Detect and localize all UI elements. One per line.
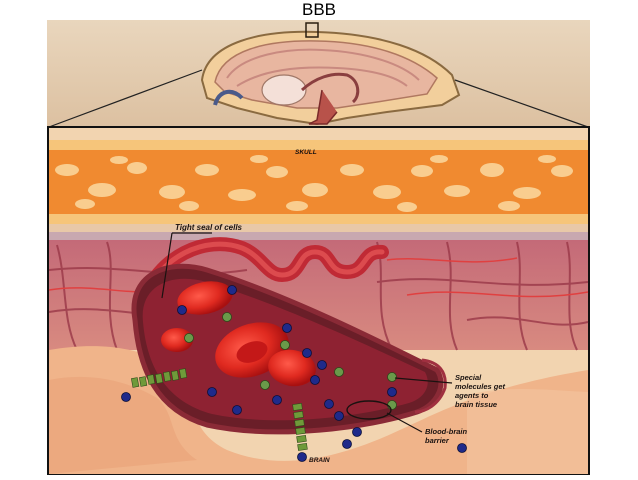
tight-seal-label: Tight seal of cells	[175, 223, 243, 232]
brain-tissue	[49, 346, 588, 474]
detail-panel: SKULL	[47, 126, 590, 475]
bbb-label: Blood-brain barrier	[425, 427, 467, 445]
svg-text:brain tissue: brain tissue	[455, 400, 497, 409]
tight-seal-pointer	[161, 232, 212, 299]
special-molecules-label: Special molecules get agents to brain ti…	[455, 373, 506, 409]
red-blood-cell	[268, 349, 316, 387]
red-blood-cell	[177, 281, 233, 315]
zoom-line-right	[454, 79, 589, 128]
molecules-blue	[121, 285, 467, 462]
special-molecules-pointer	[394, 377, 453, 384]
zoom-line-left	[48, 69, 203, 128]
svg-text:molecules get: molecules get	[455, 382, 506, 391]
bbb-pointer	[386, 412, 423, 433]
svg-text:Special: Special	[455, 373, 482, 382]
red-blood-cell	[161, 328, 193, 352]
agent-strand	[292, 402, 308, 451]
bbb-highlight	[346, 400, 392, 420]
blood-vessel	[121, 263, 467, 462]
brain-label: BRAIN	[309, 457, 330, 464]
skull-label: SKULL	[295, 149, 317, 156]
svg-text:barrier: barrier	[425, 436, 450, 445]
head-cross-section	[200, 22, 461, 126]
slide-title: BBB	[301, 0, 337, 19]
bbb-illustration: SKULL	[47, 20, 590, 475]
agent-strand	[131, 368, 188, 388]
svg-text:agents to: agents to	[455, 391, 489, 400]
svg-text:Blood-brain: Blood-brain	[425, 427, 467, 436]
molecules-green	[184, 312, 397, 410]
